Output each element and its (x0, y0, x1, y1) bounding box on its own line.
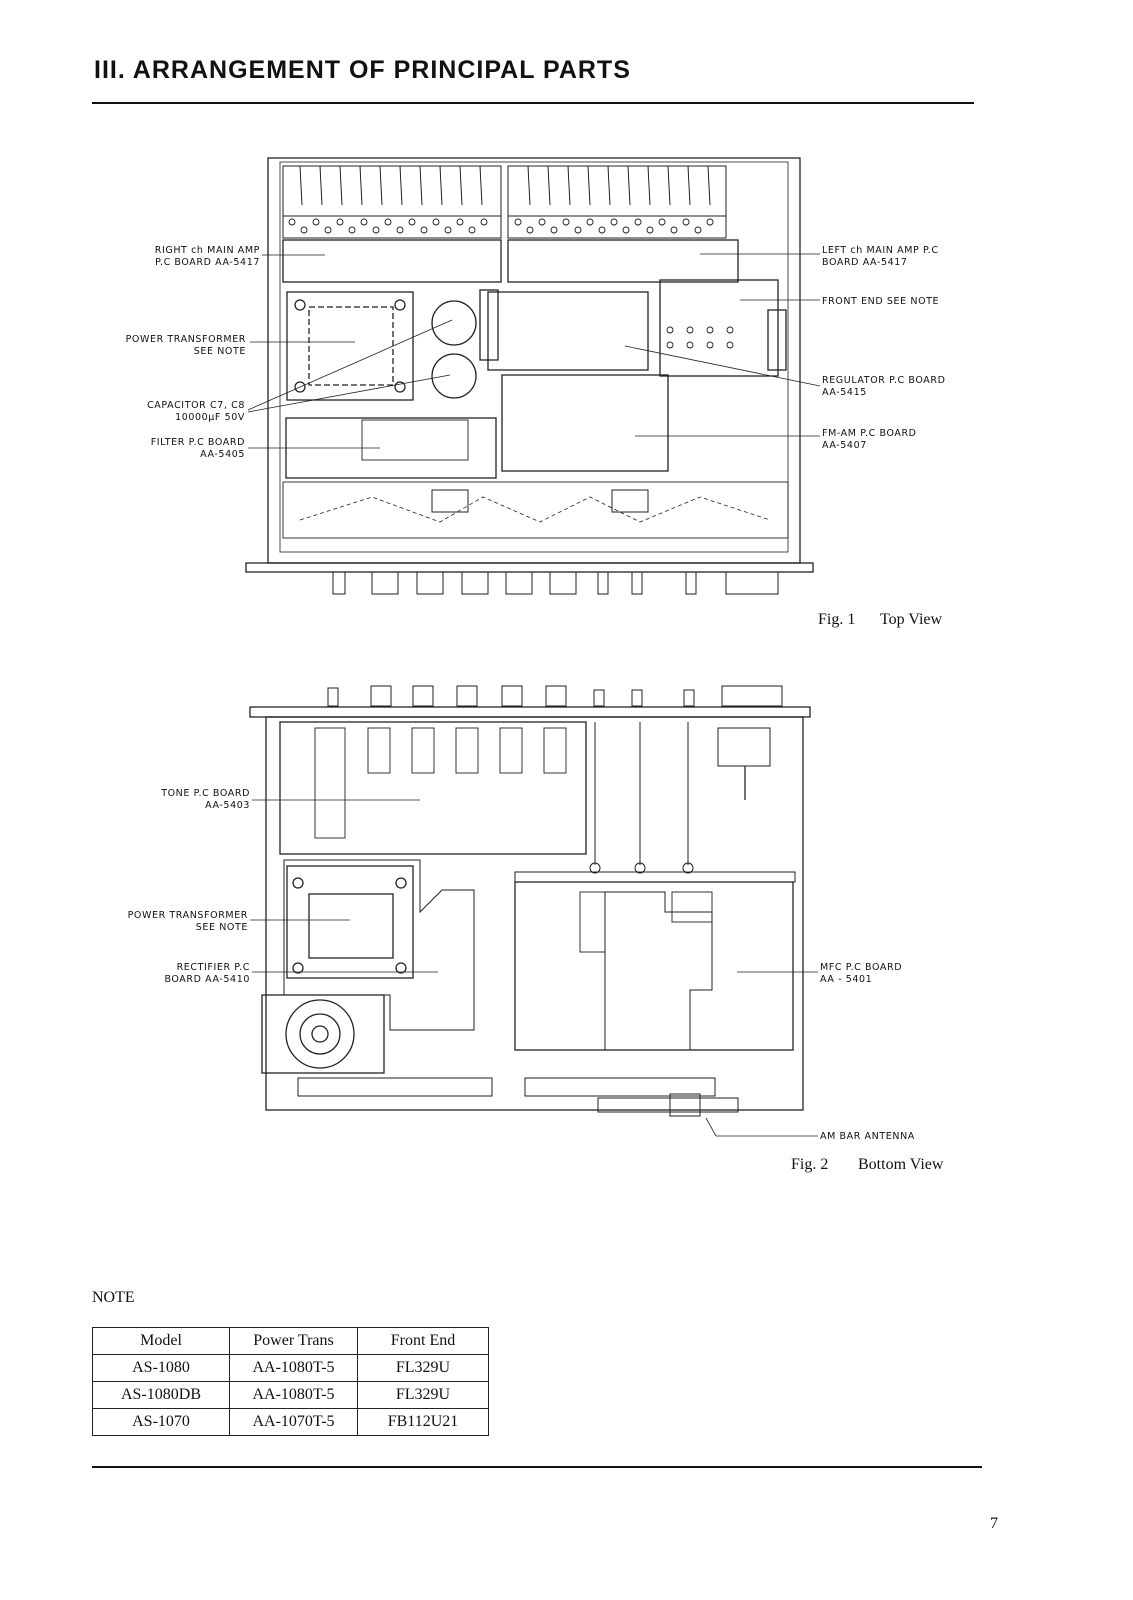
rectifier-board (283, 859, 475, 1031)
table-cell: FB112U21 (357, 1408, 489, 1436)
table-cell: AA-1080T-5 (229, 1354, 358, 1382)
label-right-main-amp: RIGHT ch MAIN AMP P.C BOARD AA-5417 (154, 245, 260, 268)
table-cell: AA-1070T-5 (229, 1408, 358, 1436)
table-cell: AS-1080 (92, 1354, 230, 1382)
table-cell: FL329U (357, 1354, 489, 1382)
bottom-front-panel (249, 706, 811, 718)
bottom-leader-lines (250, 799, 818, 1137)
fm-am-board (501, 374, 669, 472)
label-left-main-amp: LEFT ch MAIN AMP P.C BOARD AA-5417 (822, 245, 939, 268)
header-model: Model (92, 1327, 230, 1355)
top-leader-lines (247, 253, 821, 449)
table-cell: AA-1080T-5 (229, 1381, 358, 1409)
am-bar-antenna (597, 1097, 739, 1113)
fig1-caption-number: Fig. 1 (818, 611, 856, 628)
front-end-module (659, 279, 779, 377)
right-main-amp-board (282, 239, 502, 283)
label-filter-board: FILTER P.C BOARD AA-5405 (150, 437, 245, 460)
table-cell: AS-1080DB (92, 1381, 230, 1409)
footer-rule (92, 1466, 982, 1468)
label-fm-am: FM-AM P.C BOARD AA-5407 (822, 428, 917, 451)
note-table-header: Model Power Trans Front End (92, 1327, 489, 1355)
tone-board-switches (314, 727, 567, 839)
fig1-caption-text: Top View (880, 611, 943, 628)
fig2-caption-number: Fig. 2 (791, 1156, 829, 1173)
header-front-end: Front End (357, 1327, 489, 1355)
label-front-end: FRONT END SEE NOTE (822, 296, 940, 307)
label-mfc-board: MFC P.C BOARD AA - 5401 (820, 962, 903, 985)
bottom-chassis-outline (265, 716, 804, 1111)
fig2-caption-text: Bottom View (858, 1156, 944, 1173)
capacitor-c7 (431, 300, 477, 346)
note-title: NOTE (92, 1289, 135, 1306)
table-row: AS-1080DB AA-1080T-5 FL329U (92, 1381, 489, 1409)
regulator-board (487, 291, 649, 371)
bottom-front-knobs (327, 685, 783, 707)
bottom-power-transformer (286, 865, 414, 979)
table-cell: AS-1070 (92, 1408, 230, 1436)
bottom-coil (285, 999, 355, 1069)
left-main-amp-board (507, 239, 739, 283)
note-table: Model Power Trans Front End AS-1080 AA-1… (92, 1327, 489, 1436)
table-row: AS-1080 AA-1080T-5 FL329U (92, 1354, 489, 1382)
top-power-transformer (286, 291, 414, 401)
mfc-board (514, 881, 794, 1051)
label-top-power-transformer: POWER TRANSFORMER SEE NOTE (125, 334, 246, 357)
label-tone-board: TONE P.C BOARD AA-5403 (161, 788, 250, 811)
header-power-trans: Power Trans (229, 1327, 358, 1355)
table-row: AS-1070 AA-1070T-5 FB112U21 (92, 1408, 489, 1436)
label-am-bar-antenna: AM BAR ANTENNA (820, 1131, 915, 1142)
top-heatsink-holes (288, 218, 714, 234)
label-regulator: REGULATOR P.C BOARD AA-5415 (822, 375, 946, 398)
top-heatsink-fins (282, 165, 727, 239)
label-bottom-power-transformer: POWER TRANSFORMER SEE NOTE (127, 910, 248, 933)
page-number: 7 (990, 1515, 998, 1532)
page-title: III. ARRANGEMENT OF PRINCIPAL PARTS (94, 56, 631, 84)
tone-board (279, 721, 587, 855)
label-rectifier: RECTIFIER P.C BOARD AA-5410 (164, 962, 250, 985)
table-cell: FL329U (357, 1381, 489, 1409)
title-rule (92, 102, 974, 104)
capacitor-c8 (431, 353, 477, 399)
top-front-knobs (332, 571, 779, 595)
label-capacitor: CAPACITOR C7, C8 10000μF 50V (147, 400, 245, 423)
